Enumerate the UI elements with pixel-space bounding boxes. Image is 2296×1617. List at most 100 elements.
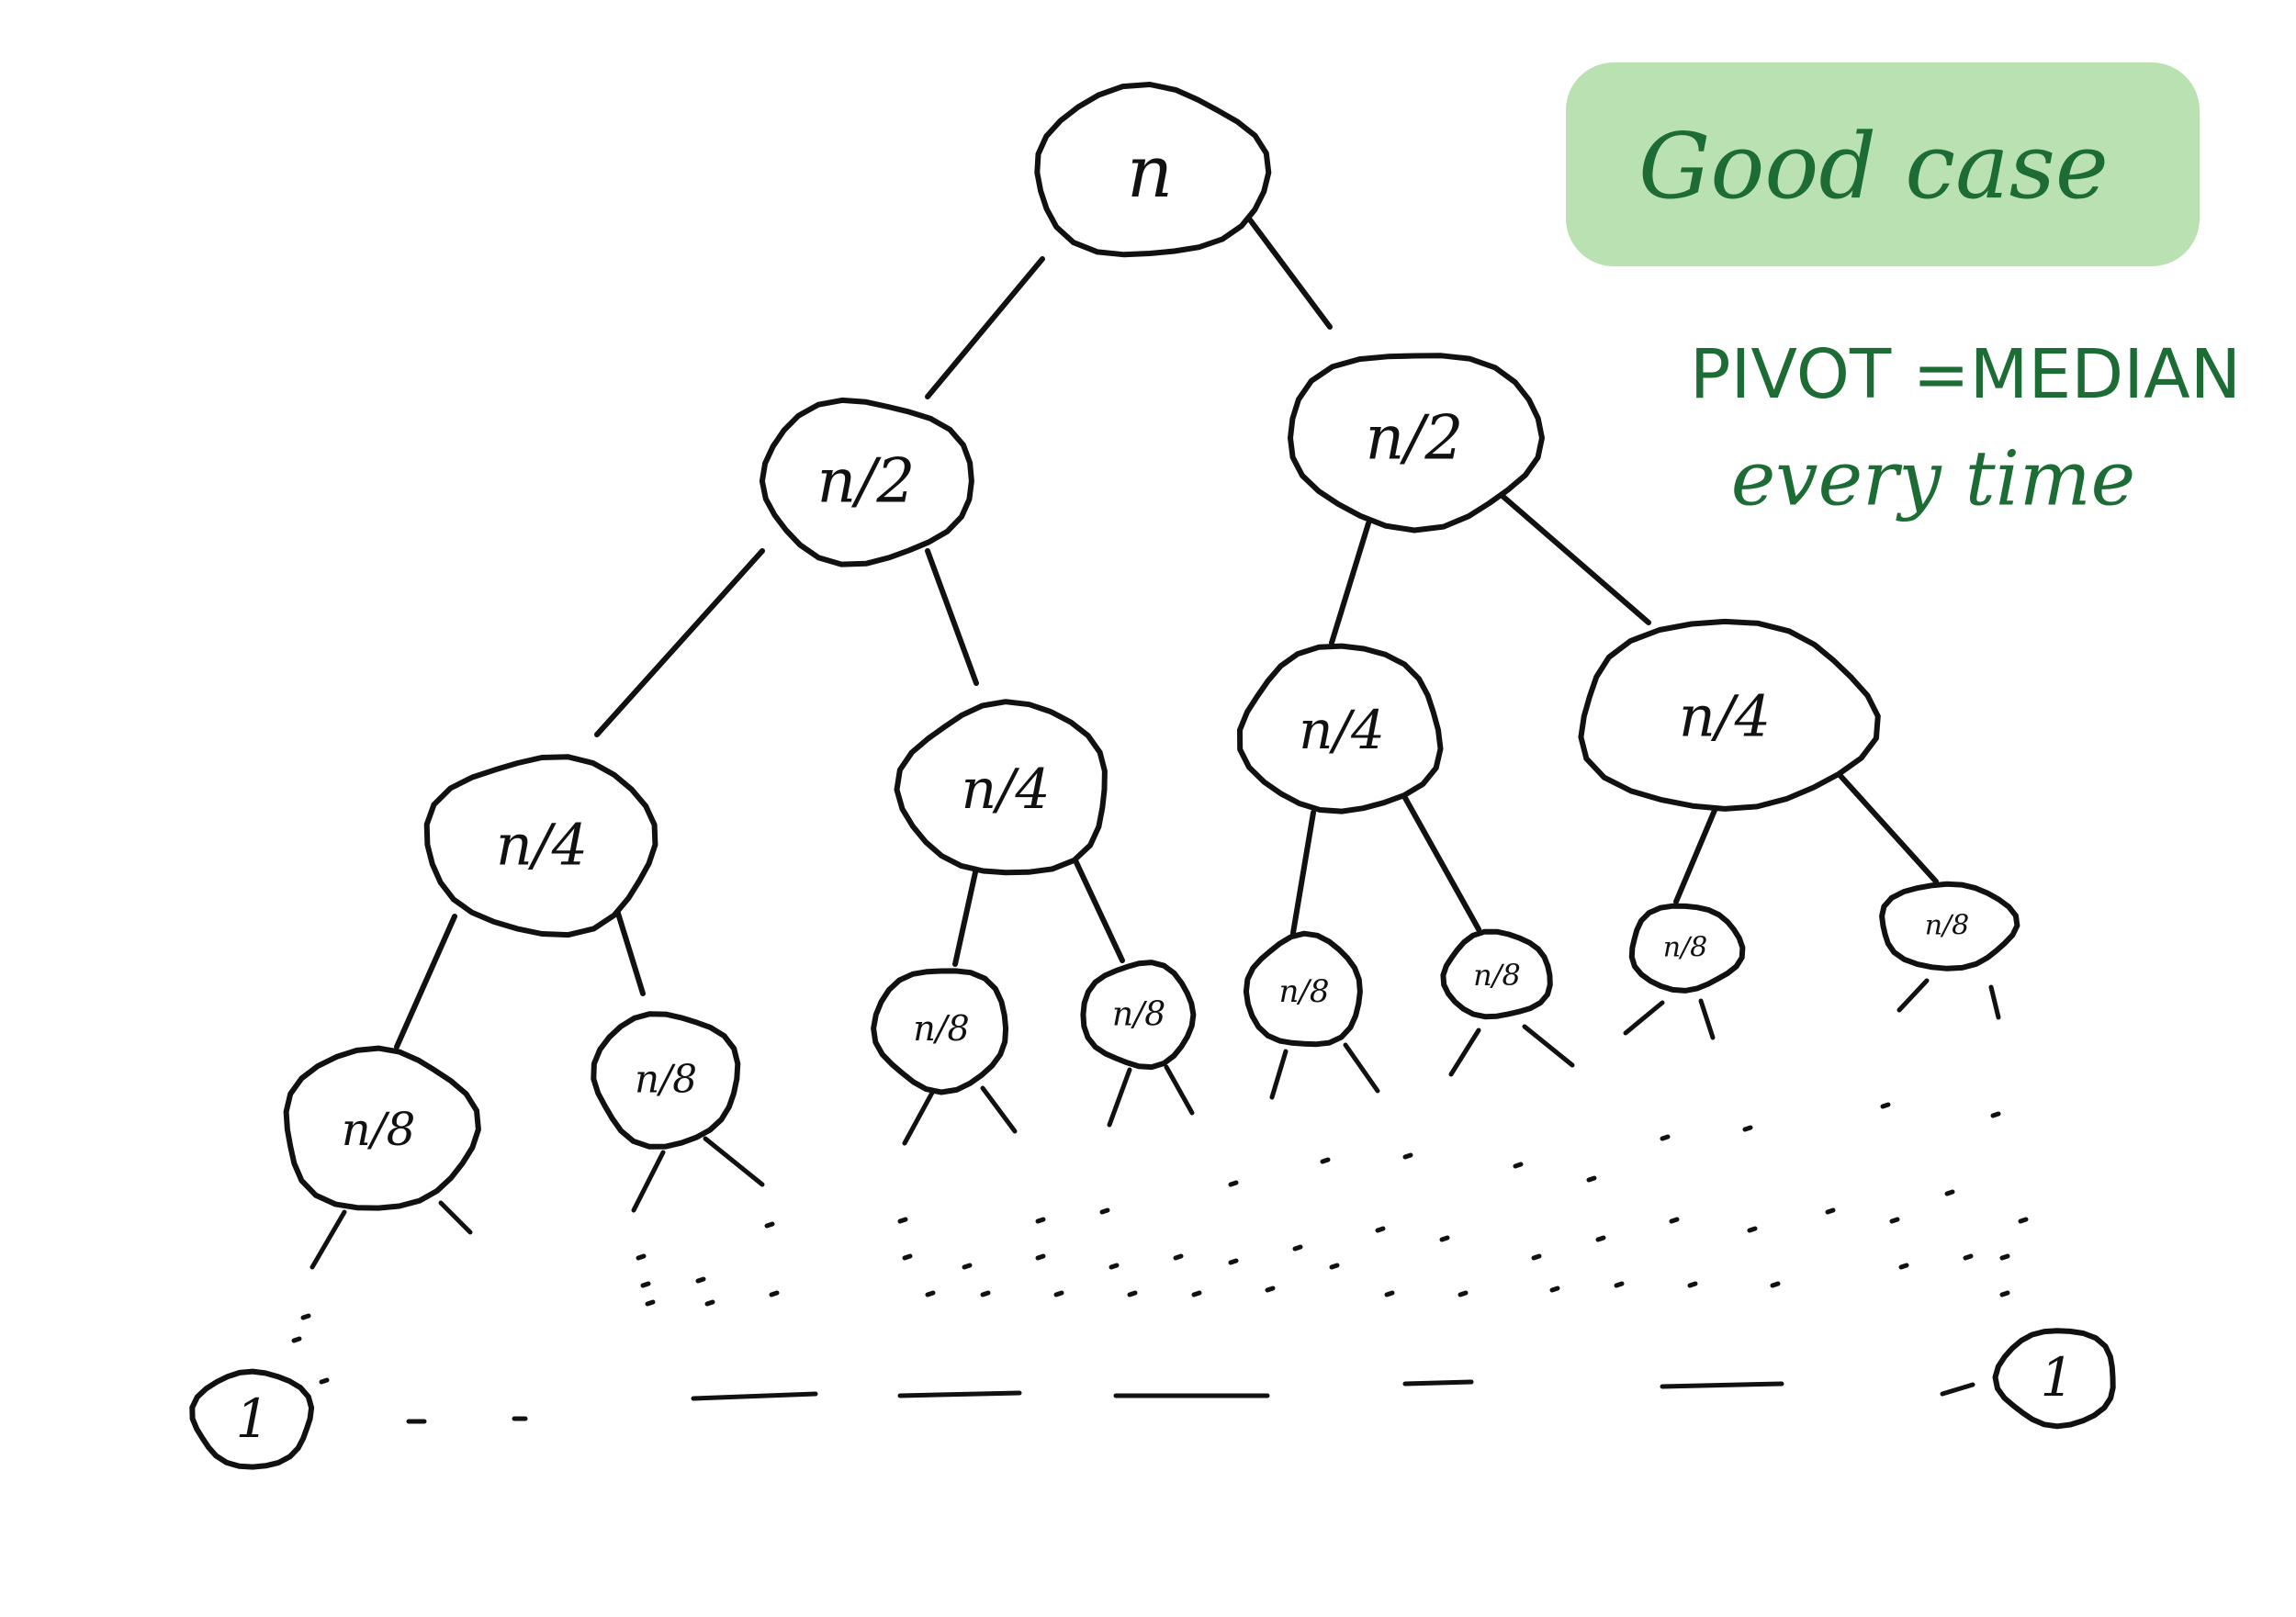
node-leaf-2-outline [1992,1328,2116,1430]
node-level3-6-outline [1440,928,1553,1020]
continuation-mark-14 [1698,998,1716,1040]
continuation-mark-57 [1660,1134,1671,1141]
continuation-mark-22 [645,1299,656,1307]
node-leaf-1: 1 [189,1368,315,1470]
good-case-badge: Good case [1566,62,2200,266]
node-level1-2-outline [1288,353,1545,533]
continuation-mark-31 [980,1290,991,1297]
continuation-mark-39 [1191,1290,1202,1297]
node-level3-5: n/8 [1243,930,1363,1048]
continuation-mark-66 [1898,1263,1909,1270]
continuation-mark-10 [1343,1042,1380,1094]
continuation-mark-48 [1402,1152,1413,1160]
continuation-mark-43 [1292,1244,1303,1252]
continuation-mark-17 [300,1313,311,1320]
continuation-mark-63 [1825,1207,1836,1215]
node-level3-7-label: n/8 [1663,932,1708,964]
continuation-mark-80 [1940,1382,1975,1397]
node-level1-2: n/2 [1288,353,1545,533]
node-level3-4-label: n/8 [1112,996,1165,1034]
node-leaf-2: 1 [1992,1328,2116,1430]
continuation-mark-1 [310,1209,347,1270]
continuation-mark-68 [1963,1253,1974,1261]
badge-text: Good case [1638,115,2109,219]
continuation-mark-46 [1375,1226,1386,1233]
node-level3-8: n/8 [1879,881,2020,971]
continuation-mark-41 [1228,1258,1239,1265]
continuation-marks [291,978,2029,1424]
node-level2-4-label: n/4 [1679,683,1771,750]
node-level2-3: n/4 [1237,643,1444,814]
continuation-mark-19 [319,1377,330,1385]
edge-l2d-right [1829,764,1939,884]
node-level3-7-outline [1628,903,1746,994]
tree-edges [394,216,1939,1050]
node-level3-4: n/8 [1080,960,1197,1071]
continuation-mark-8 [1164,1064,1195,1116]
continuation-mark-27 [897,1217,908,1224]
edge-root-left [925,256,1045,399]
edge-l2b-left [952,870,978,967]
continuation-mark-60 [1742,1125,1753,1132]
edge-root-right [1246,216,1333,330]
continuation-mark-26 [769,1290,780,1297]
continuation-mark-35 [1099,1207,1110,1215]
continuation-mark-70 [1999,1253,2010,1261]
continuation-mark-15 [1896,978,1930,1013]
continuation-mark-6 [980,1085,1018,1134]
continuation-mark-21 [640,1281,651,1288]
continuation-mark-37 [1127,1290,1138,1297]
continuation-mark-36 [1109,1263,1120,1270]
continuation-mark-16 [1988,984,2001,1020]
node-level3-3: n/8 [871,968,1009,1095]
node-level3-6-label: n/8 [1473,958,1521,993]
continuation-mark-51 [1513,1162,1524,1169]
edge-l2c-right [1398,787,1481,932]
node-level2-2-label: n/4 [961,758,1050,822]
edge-l2d-left [1673,805,1718,904]
continuation-mark-52 [1531,1253,1542,1261]
node-level3-6: n/8 [1440,928,1553,1020]
continuation-mark-2 [438,1200,473,1235]
node-level3-8-label: n/8 [1925,910,1970,942]
continuation-mark-13 [1623,1000,1665,1036]
edge-l2a-left [394,914,457,1050]
continuation-mark-42 [1265,1286,1276,1293]
continuation-mark-69 [1990,1111,2001,1118]
node-level2-4: n/4 [1578,618,1881,812]
edge-l2c-left [1290,810,1316,936]
continuation-mark-38 [1173,1253,1184,1261]
continuation-mark-29 [925,1290,936,1297]
continuation-mark-4 [703,1136,765,1187]
badge-background [1566,62,2200,266]
node-level3-8-outline [1879,881,2020,971]
continuation-mark-54 [1586,1175,1597,1183]
node-level3-5-outline [1243,930,1363,1048]
continuation-mark-58 [1669,1217,1680,1224]
continuation-mark-24 [704,1299,715,1307]
edge-l1a-right [925,548,979,686]
continuation-mark-7 [1107,1067,1132,1128]
continuation-mark-50 [1458,1290,1469,1297]
continuation-mark-23 [695,1276,706,1284]
edge-l2a-right [613,902,646,996]
continuation-mark-72 [1999,1290,2010,1297]
note-line-1: PIVOT =MEDIAN [1690,335,2241,414]
continuation-mark-18 [291,1336,302,1343]
continuation-mark-34 [1053,1290,1064,1297]
continuation-mark-53 [1549,1286,1560,1293]
node-level3-7: n/8 [1628,903,1746,994]
node-level3-3-label: n/8 [913,1008,969,1049]
node-level1-1-outline [759,397,974,567]
continuation-mark-25 [764,1221,775,1229]
node-level2-4-outline [1578,618,1881,812]
node-level3-5-label: n/8 [1279,973,1330,1010]
node-root-label: n [1127,131,1173,214]
continuation-mark-9 [1269,1049,1289,1100]
continuation-mark-59 [1687,1281,1698,1288]
continuation-mark-12 [1522,1024,1575,1068]
continuation-mark-64 [1880,1102,1891,1109]
continuation-mark-75 [691,1391,818,1401]
